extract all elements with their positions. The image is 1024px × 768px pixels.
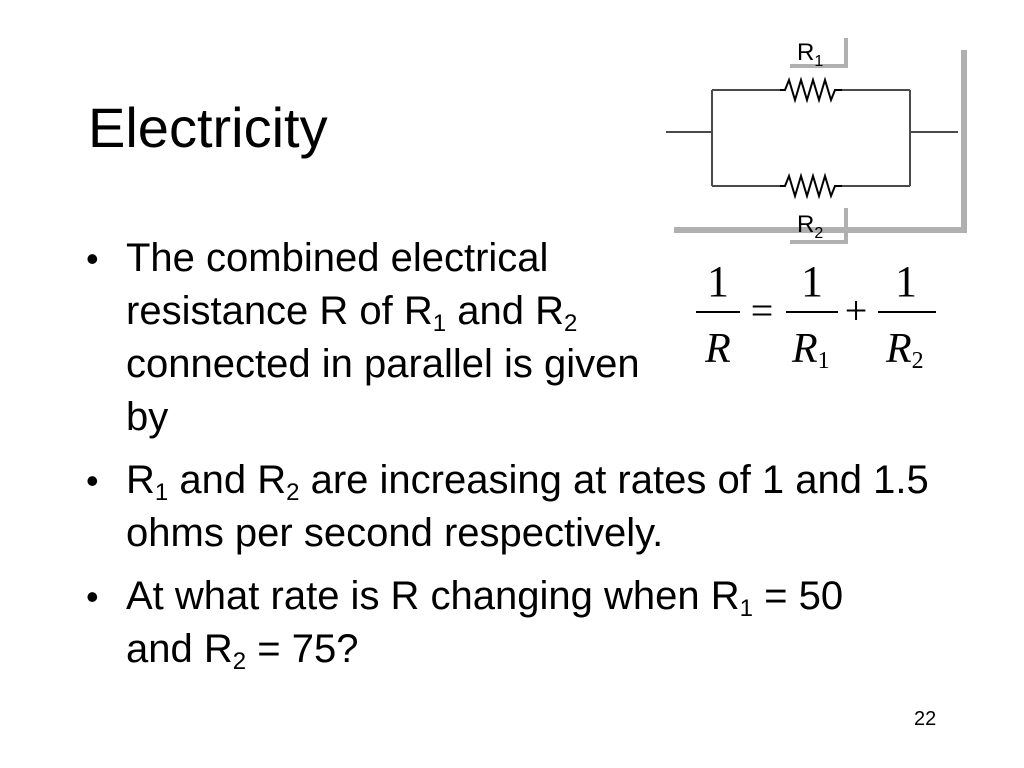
lhs-numerator: 1 xyxy=(707,257,729,306)
subscript: 2 xyxy=(564,310,578,337)
bullet-text: The combined electrical resistance R of … xyxy=(126,236,549,333)
r1-label-shadow xyxy=(790,38,848,68)
resistor-r2 xyxy=(780,172,842,200)
resistor-r1 xyxy=(780,76,842,104)
bullet-text: connected in parallel is given by xyxy=(126,342,640,439)
r1-label-box xyxy=(790,38,846,66)
bullet-text: At what rate is R changing when R xyxy=(126,574,740,618)
parallel-resistance-formula: 1 R = 1 R1 + 1 R2 xyxy=(696,257,936,374)
r2-label-shadow xyxy=(790,208,848,244)
term1-denominator: R1 xyxy=(791,326,830,374)
bullet-text: = 50 and R xyxy=(126,574,844,671)
parallel-circuit-diagram: R1 R2 xyxy=(666,38,967,244)
bullet-text: R xyxy=(126,458,155,502)
slide-title: Electricity xyxy=(88,96,328,159)
subscript: 1 xyxy=(154,479,169,506)
term2-denominator: R2 xyxy=(885,326,924,374)
r2-label: R2 xyxy=(797,211,823,242)
term2-numerator: 1 xyxy=(895,257,917,306)
bullet-item: R1 and R2 are increasing at rates of 1 a… xyxy=(86,454,946,560)
subscript: 2 xyxy=(232,648,247,675)
subscript: 1 xyxy=(739,595,754,622)
frame-shadow xyxy=(674,50,967,233)
plus-sign: + xyxy=(845,288,868,333)
bullet-text: and R xyxy=(168,458,287,502)
r2-label-box xyxy=(790,206,846,242)
lhs-denominator: R xyxy=(704,326,731,372)
equals-sign: = xyxy=(751,288,774,333)
bullet-item: At what rate is R changing when R1 = 50 … xyxy=(86,570,906,676)
circuit-wires xyxy=(666,89,958,187)
bullet-text: and R xyxy=(446,289,564,333)
subscript: 1 xyxy=(432,310,447,337)
bullet-text: = 75? xyxy=(246,627,359,671)
term1-numerator: 1 xyxy=(801,257,823,306)
bullet-list: The combined electrical resistance R of … xyxy=(86,232,946,676)
r1-label: R1 xyxy=(797,39,823,70)
bullet-text: are increasing at rates of 1 and 1.5 ohm… xyxy=(126,458,929,555)
bullet-item: The combined electrical resistance R of … xyxy=(86,232,686,444)
subscript: 2 xyxy=(286,479,300,506)
page-number: 22 xyxy=(914,708,937,730)
